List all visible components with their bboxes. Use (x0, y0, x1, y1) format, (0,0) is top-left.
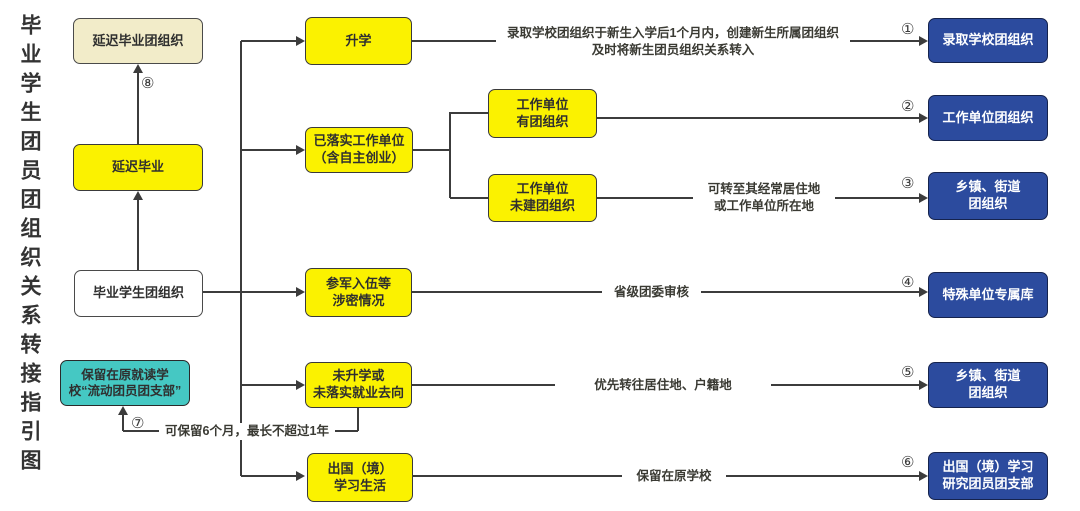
step-number-1: ① (901, 21, 915, 38)
connector (597, 117, 919, 119)
edge-label-province-review: 省级团委审核 (602, 284, 701, 301)
connector (241, 291, 296, 293)
connector (137, 72, 139, 144)
node-abroad: 出国（境） 学习生活 (307, 453, 413, 502)
step-number-2: ② (901, 98, 915, 115)
node-army-classified: 参军入伍等 涉密情况 (305, 268, 412, 317)
step-number-5: ⑤ (901, 364, 915, 381)
arrowhead-right (919, 36, 928, 46)
arrowhead-right (919, 380, 928, 390)
step-number-4: ④ (901, 274, 915, 291)
node-no-study-no-job: 未升学或 未落实就业去向 (305, 362, 412, 408)
arrowhead-right (296, 36, 305, 46)
edge-label-residence-note: 可转至其经常居住地 或工作单位所在地 (693, 181, 835, 214)
arrowhead-right (919, 193, 928, 203)
step-number-3: ③ (901, 175, 915, 192)
node-further-study: 升学 (305, 17, 412, 65)
edge-label-admission-note: 录取学校团组织于新生入学后1个月内，创建新生所属团组织 及时将新生团员组织关系转… (496, 25, 850, 58)
step-number-7: ⑦ (131, 415, 145, 432)
connector (450, 112, 488, 114)
arrowhead-right (919, 287, 928, 297)
edge-label-keep-6-months: 可保留6个月，最长不超过1年 (159, 423, 335, 440)
node-delayed-graduation: 延迟毕业 (73, 144, 203, 191)
arrowhead-right (919, 113, 928, 123)
page-title: 毕业学生团员团组织关系转接指引图 (18, 14, 41, 478)
connector (449, 112, 451, 198)
connector (413, 149, 450, 151)
node-graduate-student-org: 毕业学生团组织 (74, 270, 203, 317)
connector (450, 197, 488, 199)
connector (241, 384, 296, 386)
connector-trunk (240, 41, 242, 476)
node-delayed-graduation-org: 延迟毕业团组织 (73, 18, 203, 64)
arrowhead-up (133, 191, 143, 200)
node-dest-township-street-org-1: 乡镇、街道 团组织 (928, 172, 1048, 220)
arrowhead-right (296, 380, 305, 390)
arrowhead-up (118, 406, 128, 415)
connector (357, 408, 359, 431)
connector (241, 40, 296, 42)
node-dest-abroad-branch: 出国（境）学习 研究团员团支部 (928, 452, 1048, 500)
node-workplace-no-org: 工作单位 未建团组织 (488, 174, 597, 222)
node-dest-township-street-org-2: 乡镇、街道 团组织 (928, 362, 1048, 408)
arrowhead-right (296, 145, 305, 155)
arrowhead-up (133, 64, 143, 73)
edge-label-keep-school: 保留在原学校 (622, 468, 726, 485)
node-reserved-mobile-branch: 保留在原就读学 校“流动团员团支部” (60, 360, 190, 406)
node-dest-special-unit-library: 特殊单位专属库 (928, 272, 1048, 318)
arrowhead-right (919, 471, 928, 481)
arrowhead-right (296, 287, 305, 297)
connector (241, 149, 296, 151)
node-dest-workplace-org: 工作单位团组织 (928, 95, 1048, 141)
node-employed: 已落实工作单位 （含自主创业） (305, 127, 413, 173)
step-number-8: ⑧ (141, 75, 155, 92)
connector (137, 199, 139, 270)
edge-label-priority-transfer: 优先转往居住地、户籍地 (555, 377, 771, 394)
connector (203, 291, 241, 293)
node-workplace-has-org: 工作单位 有团组织 (488, 89, 597, 138)
arrowhead-right (296, 471, 305, 481)
connector (122, 413, 124, 431)
step-number-6: ⑥ (901, 454, 915, 471)
connector (241, 475, 296, 477)
node-dest-admitting-school-org: 录取学校团组织 (928, 18, 1048, 63)
